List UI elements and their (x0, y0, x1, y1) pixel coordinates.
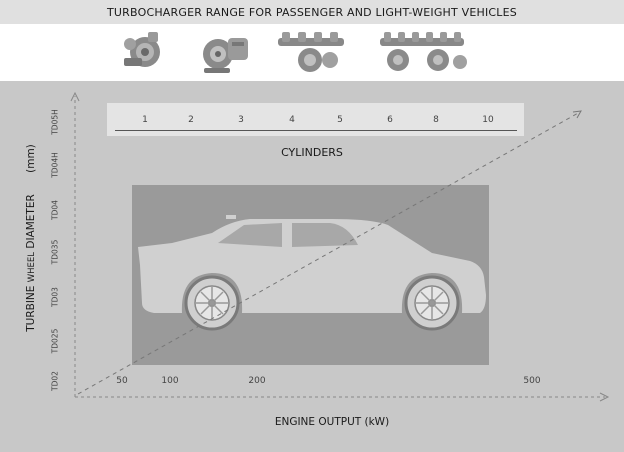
y-axis-arrow (70, 91, 80, 102)
cylinders-tick: 3 (238, 115, 244, 125)
y-axis-tick: TD025 (50, 328, 60, 354)
cylinders-scale-line (115, 130, 517, 131)
x-axis-title: ENGINE OUTPUT (kW) (274, 416, 390, 428)
cylinders-tick: 10 (482, 115, 494, 125)
turbocharger-icon (203, 38, 248, 73)
x-axis-arrow (599, 392, 610, 402)
x-axis-tick: 50 (116, 376, 128, 386)
twin-turbocharger-manifold-icon (380, 32, 467, 71)
cylinders-tick: 8 (433, 115, 439, 125)
sedan-car-icon (138, 215, 486, 331)
y-axis-tick: TD05H (50, 109, 60, 135)
trend-line (77, 111, 581, 395)
x-axis-tick: 100 (161, 376, 179, 386)
y-axis-tick: TD04H (50, 152, 60, 178)
y-axis-tick: TD04 (50, 200, 60, 220)
y-axis-tick: TD03 (50, 287, 60, 307)
turbocharger-icon (124, 32, 160, 67)
x-axis-tick: 200 (248, 376, 266, 386)
cylinders-title: CYLINDERS (281, 146, 343, 159)
cylinders-tick: 2 (188, 115, 194, 125)
car-panel (132, 185, 489, 365)
y-axis-tick: TD035 (50, 239, 60, 265)
trend-line-arrow (572, 110, 582, 119)
cylinders-tick: 6 (387, 115, 393, 125)
cylinders-tick: 1 (142, 115, 148, 125)
chart-title: TURBOCHARGER RANGE FOR PASSENGER AND LIG… (0, 0, 624, 24)
turbocharger-manifold-icon (278, 32, 344, 72)
y-axis-title: TURBINE WHEEL DIAMETER (mm) (25, 144, 37, 332)
y-axis-tick: TD02 (50, 371, 60, 391)
cylinders-tick: 5 (337, 115, 343, 125)
x-axis-tick: 500 (523, 376, 541, 386)
product-band (0, 24, 624, 81)
cylinders-tick: 4 (289, 115, 295, 125)
